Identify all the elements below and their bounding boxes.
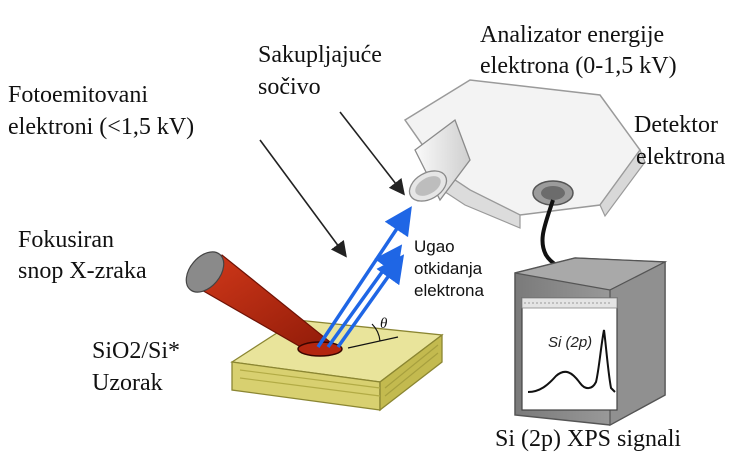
lens-label-line1: Sakupljajuće	[258, 42, 382, 68]
bottom-caption: Si (2p) XPS signali	[495, 426, 682, 452]
angle-label-line1: Ugao	[414, 237, 455, 256]
xray-label-line2: snop X-zraka	[18, 258, 147, 284]
collecting-lens	[408, 118, 471, 202]
analyzer-label-line1: Analizator energije	[480, 22, 665, 48]
leader-lens	[339, 111, 405, 196]
angle-label-line3: elektrona	[414, 281, 484, 300]
leader-photoelectrons	[259, 139, 347, 258]
photoelectrons-label-line2: elektroni (<1,5 kV)	[8, 114, 195, 140]
detector-label-line2: elektrona	[636, 144, 726, 170]
sample-label-line2: Uzorak	[92, 370, 163, 396]
xps-spectrum-curve	[527, 329, 616, 393]
spectrum-screen-label: Si (2p)	[548, 334, 593, 351]
signal-monitor	[514, 257, 668, 427]
analyzer-label-line2: elektrona (0-1,5 kV)	[480, 53, 677, 79]
takeoff-angle-marker	[347, 323, 399, 349]
xray-beam	[185, 251, 343, 357]
photoelectrons-label-line1: Fotoemitovani	[8, 82, 148, 108]
energy-analyzer	[403, 79, 646, 229]
photoelectron-arrows	[316, 206, 412, 349]
theta-symbol: θ	[380, 316, 388, 332]
xray-label-line1: Fokusiran	[18, 227, 114, 253]
angle-label-line2: otkidanja	[414, 259, 483, 278]
detector-label-line1: Detektor	[634, 112, 718, 138]
lens-label-line2: sočivo	[258, 74, 321, 100]
sample-label-line1: SiO2/Si*	[92, 338, 181, 364]
